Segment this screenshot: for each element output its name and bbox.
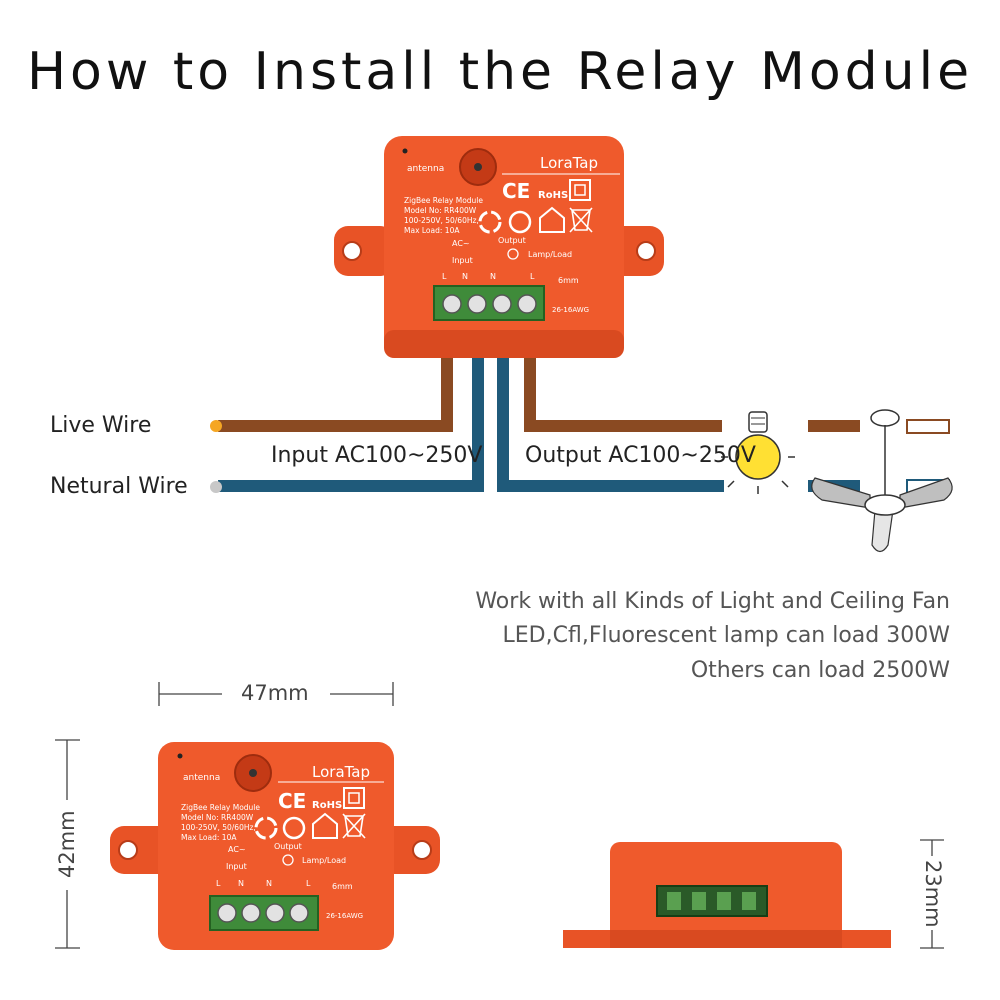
terminal-screws bbox=[442, 294, 537, 314]
reload-icon bbox=[508, 210, 532, 234]
strip-length-label: 6mm bbox=[558, 276, 579, 285]
ceiling-fan-icon bbox=[811, 409, 953, 553]
svg-text:Output: Output bbox=[274, 842, 302, 851]
svg-text:Input: Input bbox=[226, 862, 247, 871]
neutral-input-wire bbox=[218, 350, 484, 492]
note-line-1: Work with all Kinds of Light and Ceiling… bbox=[475, 589, 950, 614]
live-output-wire bbox=[524, 350, 722, 432]
terminal-label-3: N bbox=[490, 272, 496, 281]
svg-text:L: L bbox=[306, 879, 311, 888]
svg-text:Lamp/Load: Lamp/Load bbox=[302, 856, 346, 865]
double-insulation-icon bbox=[569, 179, 591, 201]
note-line-3: Others can load 2500W bbox=[690, 658, 950, 683]
spec-line-4: Max Load: 10A bbox=[404, 226, 460, 235]
output-label: Output bbox=[498, 236, 526, 245]
relay-module-top: antenna LoraTap CE RoHS ZigBee Relay Mod… bbox=[334, 136, 664, 358]
svg-text:26-16AWG: 26-16AWG bbox=[326, 912, 363, 920]
svg-text:6mm: 6mm bbox=[332, 882, 353, 891]
neutral-output-wire bbox=[497, 350, 724, 492]
neutral-wire-label: Netural Wire bbox=[50, 474, 188, 499]
spec-line-3: 100-250V, 50/60Hz, bbox=[404, 216, 479, 225]
live-load-end bbox=[906, 419, 950, 434]
spec-line-2: Model No: RR400W bbox=[404, 206, 477, 215]
recycle-icon bbox=[478, 210, 502, 234]
live-wire-dot bbox=[210, 420, 222, 432]
svg-text:antenna: antenna bbox=[183, 773, 220, 783]
ce-mark: CE bbox=[502, 179, 530, 203]
terminal-label-4: L bbox=[530, 272, 535, 281]
svg-text:LoraTap: LoraTap bbox=[312, 763, 370, 781]
svg-text:RoHS: RoHS bbox=[312, 800, 342, 811]
page-title: How to Install the Relay Module bbox=[26, 42, 974, 102]
svg-text:ZigBee Relay Module: ZigBee Relay Module bbox=[181, 803, 260, 812]
svg-text:Model No: RR400W: Model No: RR400W bbox=[181, 813, 254, 822]
svg-text:AC~: AC~ bbox=[228, 845, 246, 854]
weee-bin-icon bbox=[569, 207, 593, 233]
relay-module-side-view bbox=[563, 842, 891, 948]
live-input-wire bbox=[218, 350, 453, 432]
mount-ear-left bbox=[334, 226, 394, 276]
antenna-label: antenna bbox=[407, 164, 444, 174]
lamp-load-label: Lamp/Load bbox=[528, 250, 572, 259]
terminal-label-2: N bbox=[462, 272, 468, 281]
input-label: Input bbox=[452, 256, 473, 265]
height-dimension: 42mm bbox=[55, 810, 79, 878]
live-wire-label: Live Wire bbox=[50, 413, 152, 438]
svg-text:CE: CE bbox=[278, 789, 306, 813]
dimension-lines bbox=[55, 682, 944, 949]
spec-line-1: ZigBee Relay Module bbox=[404, 196, 483, 205]
relay-module-front-view: antenna LoraTap CE RoHS ZigBee Relay Mod… bbox=[110, 742, 440, 950]
light-bulb-icon bbox=[721, 411, 795, 494]
svg-text:100-250V, 50/60Hz,: 100-250V, 50/60Hz, bbox=[181, 823, 256, 832]
svg-text:L: L bbox=[216, 879, 221, 888]
svg-text:N: N bbox=[238, 879, 244, 888]
rohs-mark: RoHS bbox=[538, 190, 568, 201]
output-voltage-label: Output AC100~250V bbox=[525, 443, 756, 468]
input-voltage-label: Input AC100~250V bbox=[271, 443, 483, 468]
svg-text:N: N bbox=[266, 879, 272, 888]
brand-label: LoraTap bbox=[540, 154, 598, 172]
ac-label: AC~ bbox=[452, 239, 470, 248]
terminal-label-1: L bbox=[442, 272, 447, 281]
depth-dimension: 23mm bbox=[921, 860, 945, 928]
neutral-wire-dot bbox=[210, 481, 222, 493]
width-dimension: 47mm bbox=[241, 681, 309, 705]
note-line-2: LED,Cfl,Fluorescent lamp can load 300W bbox=[502, 623, 950, 648]
wires bbox=[210, 350, 950, 494]
svg-text:Max Load: 10A: Max Load: 10A bbox=[181, 833, 237, 842]
home-icon bbox=[539, 206, 565, 233]
lamp-symbol bbox=[507, 248, 519, 260]
awg-label: 26-16AWG bbox=[552, 306, 589, 314]
